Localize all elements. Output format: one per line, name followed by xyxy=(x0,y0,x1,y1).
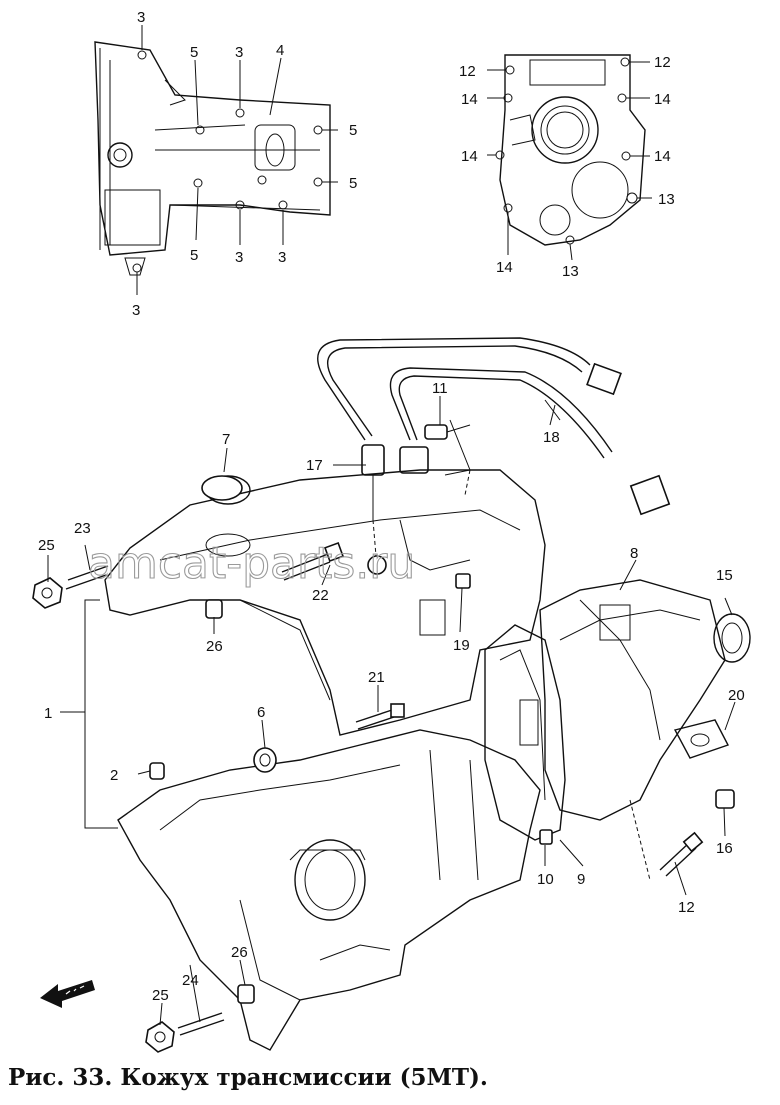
top-right-detail: 12 12 14 14 14 14 13 14 13 xyxy=(459,54,675,280)
label-3-d: 3 xyxy=(278,249,286,266)
label-24: 24 xyxy=(182,972,199,989)
label-5-b: 5 xyxy=(349,122,357,139)
label-6: 6 xyxy=(257,704,265,721)
label-13-a: 13 xyxy=(658,191,675,208)
label-16: 16 xyxy=(716,840,733,857)
label-3-e: 3 xyxy=(132,302,140,319)
label-17: 17 xyxy=(306,457,323,474)
label-26-a: 26 xyxy=(206,638,223,655)
label-19: 19 xyxy=(453,637,470,654)
label-3-b: 3 xyxy=(235,44,243,61)
watermark: amcat-parts.ru xyxy=(88,538,415,589)
label-12-main: 12 xyxy=(678,899,695,916)
label-26-b: 26 xyxy=(231,944,248,961)
label-13-b: 13 xyxy=(562,263,579,280)
label-14-d: 14 xyxy=(654,148,671,165)
label-15: 15 xyxy=(716,567,733,584)
label-14-e: 14 xyxy=(496,259,513,276)
label-12-a: 12 xyxy=(459,63,476,80)
top-left-detail: 3 5 3 4 5 5 5 3 3 3 xyxy=(94,9,357,319)
label-3-c: 3 xyxy=(235,249,243,266)
label-4: 4 xyxy=(276,42,284,59)
main-exploded-view: 7 17 11 18 23 25 22 26 19 8 15 1 21 6 20… xyxy=(32,337,751,1053)
transmission-case-diagram: 3 5 3 4 5 5 5 3 3 3 12 12 14 14 14 14 xyxy=(32,9,751,1053)
label-5-a: 5 xyxy=(190,44,198,61)
label-5-d: 5 xyxy=(190,247,198,264)
label-23: 23 xyxy=(74,520,91,537)
label-11: 11 xyxy=(432,380,448,397)
label-21: 21 xyxy=(368,669,385,686)
label-22: 22 xyxy=(312,587,329,604)
label-8: 8 xyxy=(630,545,638,562)
label-5-c: 5 xyxy=(349,175,357,192)
label-25-b: 25 xyxy=(152,987,169,1004)
label-7: 7 xyxy=(222,431,230,448)
front-arrow-icon xyxy=(40,980,95,1008)
label-2: 2 xyxy=(110,767,118,784)
figure-caption: Рис. 33. Кожух трансмиссии (5МТ). xyxy=(8,1064,488,1091)
label-14-b: 14 xyxy=(654,91,671,108)
label-3-a: 3 xyxy=(137,9,145,26)
label-9: 9 xyxy=(577,871,585,888)
label-14-c: 14 xyxy=(461,148,478,165)
label-14-a: 14 xyxy=(461,91,478,108)
label-25-a: 25 xyxy=(38,537,55,554)
label-12-b: 12 xyxy=(654,54,671,71)
label-10: 10 xyxy=(537,871,554,888)
label-18: 18 xyxy=(543,429,560,446)
label-1: 1 xyxy=(44,705,52,722)
label-20: 20 xyxy=(728,687,745,704)
